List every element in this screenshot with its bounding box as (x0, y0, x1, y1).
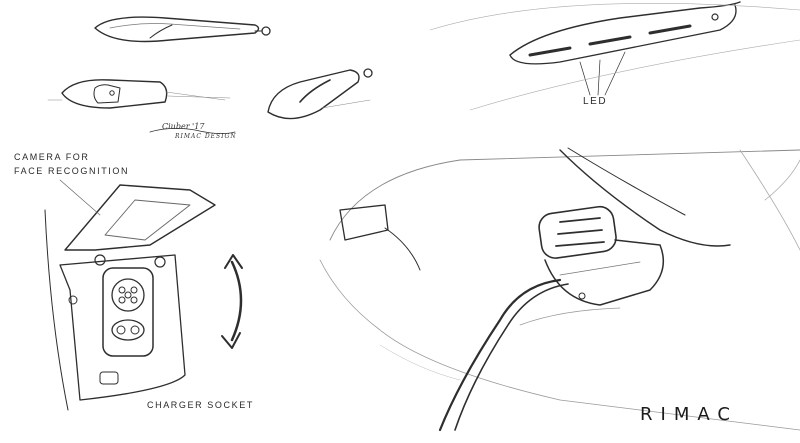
artist-signature: Ciuber '17 (162, 122, 205, 131)
rotation-arrow (221, 254, 243, 349)
brand-logo: RIMAC (640, 404, 738, 425)
studio-signature: RIMAC DESIGN (175, 133, 237, 140)
charger-socket-label: CHARGER SOCKET (147, 400, 254, 410)
camera-label-line2: FACE RECOGNITION (14, 166, 130, 176)
door-handle-sketch-popped (267, 68, 373, 120)
door-handle-sketch-closed (94, 16, 271, 43)
led-label: LED (583, 96, 608, 107)
charger-plug-sketch (319, 147, 800, 432)
door-handle-sketch-open (47, 79, 231, 109)
led-light-sketch (429, 1, 800, 111)
charging-port-sketch (44, 184, 216, 411)
camera-label-line1: CAMERA FOR (14, 152, 90, 162)
